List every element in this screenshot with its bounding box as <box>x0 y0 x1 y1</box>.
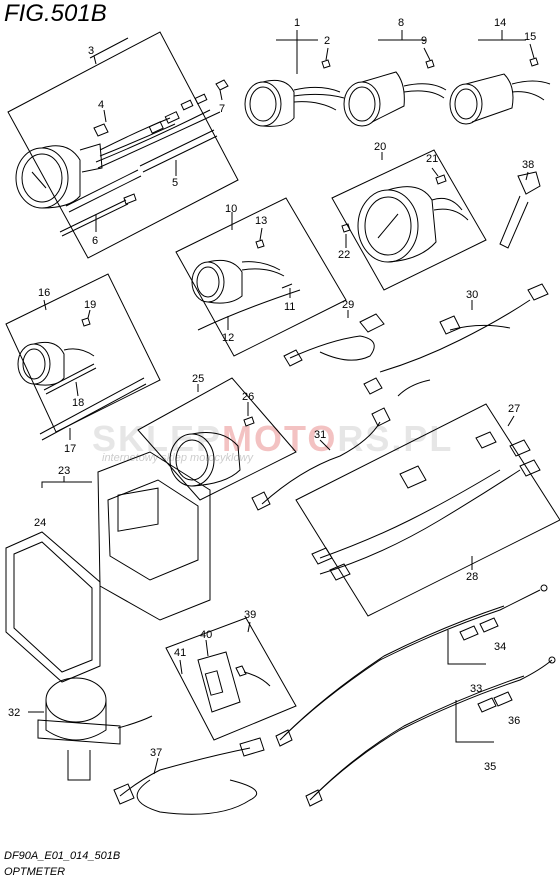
callout-16: 16 <box>38 287 50 299</box>
callout-1: 1 <box>294 17 300 29</box>
harness-33 <box>279 589 541 741</box>
callout-4: 4 <box>98 99 104 111</box>
callout-12: 12 <box>222 332 234 344</box>
figure-title: FIG.501B <box>4 0 107 27</box>
callout-24: 24 <box>34 517 46 529</box>
callout-22: 22 <box>338 249 350 261</box>
group-box-25 <box>137 377 297 501</box>
callout-39: 39 <box>244 609 256 621</box>
gauge-20-drawing <box>357 186 437 263</box>
callout-3: 3 <box>88 45 94 57</box>
callout-17: 17 <box>64 443 76 455</box>
display-23-drawing <box>97 451 211 621</box>
gauge-25-drawing <box>169 432 241 487</box>
group-box-3 <box>7 31 239 259</box>
gauge-14-drawing <box>449 73 514 125</box>
watermark-part-4: .PL <box>391 418 454 459</box>
callout-28: 28 <box>466 571 478 583</box>
callout-2: 2 <box>324 35 330 47</box>
callout-41: 41 <box>174 647 186 659</box>
callout-11: 11 <box>284 301 295 313</box>
callout-18: 18 <box>72 397 84 409</box>
group-box-39 <box>165 617 297 741</box>
callout-10: 10 <box>225 203 237 215</box>
callout-9: 9 <box>421 35 427 47</box>
callout-6: 6 <box>92 235 98 247</box>
group-box-27 <box>295 403 560 617</box>
gauge-8-drawing <box>343 71 405 127</box>
harness-31 <box>261 421 381 505</box>
callout-labels: 3 4 7 5 6 1 2 8 9 14 15 10 13 11 12 20 2… <box>8 17 536 773</box>
housing-32-drawing <box>37 677 121 781</box>
display-24-drawing <box>5 531 101 683</box>
callout-15: 15 <box>524 31 536 43</box>
callout-30: 30 <box>466 289 478 301</box>
gauge-3-drawing <box>15 143 103 209</box>
gauge-1-drawing <box>244 79 295 127</box>
callout-29: 29 <box>342 299 354 311</box>
callout-8: 8 <box>398 17 404 29</box>
callout-20: 20 <box>374 141 386 153</box>
callout-21: 21 <box>426 153 438 165</box>
figure-name: OPTMETER <box>4 866 66 878</box>
callout-19: 19 <box>84 299 96 311</box>
callout-36: 36 <box>508 715 520 727</box>
watermark-subtitle: internetowy sklep motocyklowy <box>102 452 254 464</box>
callout-35: 35 <box>484 761 496 773</box>
figure-code: DF90A_E01_014_501B <box>4 850 121 862</box>
group-box-10 <box>175 197 347 357</box>
callout-37: 37 <box>150 747 162 759</box>
callout-40: 40 <box>200 629 212 641</box>
watermark-part-2: MOTO <box>222 418 338 459</box>
callout-13: 13 <box>255 215 267 227</box>
watermark-part-1: SKLEP <box>92 418 223 459</box>
gauge-16-drawing <box>17 341 65 386</box>
callout-25: 25 <box>192 373 204 385</box>
harness-35 <box>309 659 553 801</box>
cable-37 <box>119 747 251 797</box>
callout-26: 26 <box>242 391 254 403</box>
switch-40-drawing <box>197 651 241 713</box>
callout-38: 38 <box>522 159 534 171</box>
callout-7: 7 <box>219 103 225 115</box>
callout-14: 14 <box>494 17 506 29</box>
callout-23: 23 <box>58 465 70 477</box>
callout-31: 31 <box>314 429 326 441</box>
part-38-drawing <box>499 171 541 249</box>
gauge-10-drawing <box>191 259 243 304</box>
callout-32: 32 <box>8 707 20 719</box>
group-box-16 <box>5 273 161 433</box>
callout-33: 33 <box>470 683 482 695</box>
callout-27: 27 <box>508 403 520 415</box>
callout-5: 5 <box>172 177 178 189</box>
callout-34: 34 <box>494 641 506 653</box>
harness-29 <box>289 335 375 361</box>
group-box-20 <box>331 149 487 291</box>
harness-30 <box>379 299 531 373</box>
